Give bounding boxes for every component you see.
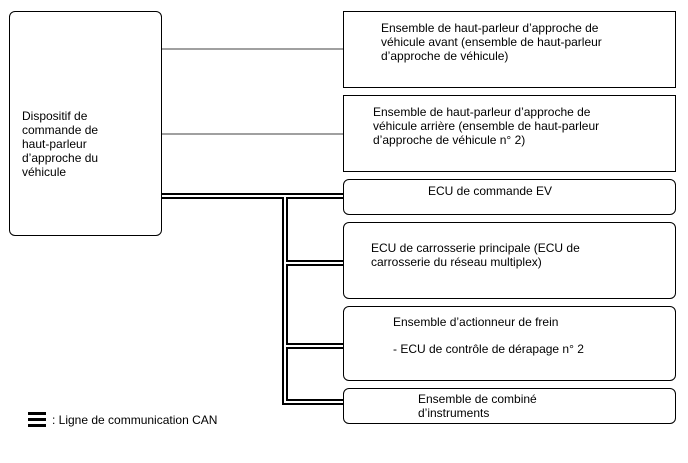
front-speaker-box: Ensemble de haut-parleur d’approche de v…	[343, 11, 676, 88]
can-bus	[162, 193, 343, 405]
rear-speaker-box: Ensemble de haut-parleur d’approche de v…	[343, 95, 676, 172]
brake-actuator-label: Ensemble d’actionneur de frein	[393, 315, 559, 329]
combination-meter-label: Ensemble de combiné d’instruments	[418, 392, 537, 420]
front-speaker-label: Ensemble de haut-parleur d’approche de v…	[381, 21, 602, 63]
can-line-legend-symbol	[28, 412, 46, 427]
skid-control-ecu-label: - ECU de contrôle de dérapage n° 2	[393, 342, 584, 356]
main-body-ecu-box: ECU de carrosserie principale (ECU de ca…	[343, 222, 676, 299]
rear-speaker-label: Ensemble de haut-parleur d’approche de v…	[373, 105, 600, 147]
ev-control-ecu-box: ECU de commande EV	[343, 179, 676, 215]
main-body-ecu-label: ECU de carrosserie principale (ECU de ca…	[371, 241, 580, 269]
brake-actuator-box: Ensemble d’actionneur de frein - ECU de …	[343, 306, 676, 381]
controller-label: Dispositif de commande de haut-parleur d…	[22, 109, 99, 179]
approach-speaker-controller-box: Dispositif de commande de haut-parleur d…	[9, 11, 162, 236]
ev-control-ecu-label: ECU de commande EV	[428, 184, 553, 198]
can-line-legend-label: : Ligne de communication CAN	[52, 413, 218, 427]
combination-meter-box: Ensemble de combiné d’instruments	[343, 388, 676, 424]
